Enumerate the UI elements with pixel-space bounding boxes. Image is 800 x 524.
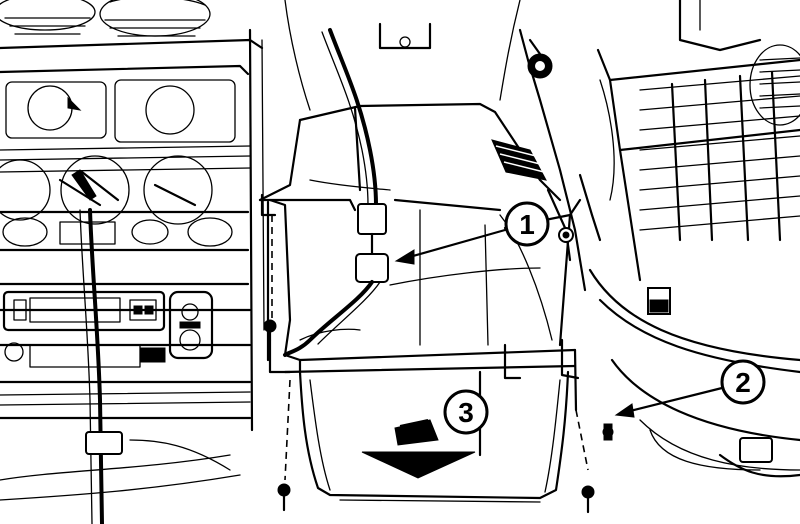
wiring-harness [283, 28, 389, 357]
callout-1-circle [504, 201, 550, 247]
housing-top-bracket [284, 0, 521, 111]
callout-3-label: 3 [458, 397, 474, 428]
housing-upper-body [258, 28, 587, 292]
callout-3-circle [443, 389, 489, 435]
callout-1: 1 [504, 201, 550, 247]
callout-2: 2 [720, 359, 766, 405]
callout-2-label: 2 [735, 367, 751, 398]
heater-core-grid [527, 0, 800, 478]
blower-housing [260, 193, 582, 503]
callout-1-label: 1 [519, 209, 535, 240]
mounting-screws [263, 215, 614, 514]
callout-3: 3 [443, 389, 489, 435]
instrument-cluster [0, 0, 265, 524]
callout-2-circle [720, 359, 766, 405]
